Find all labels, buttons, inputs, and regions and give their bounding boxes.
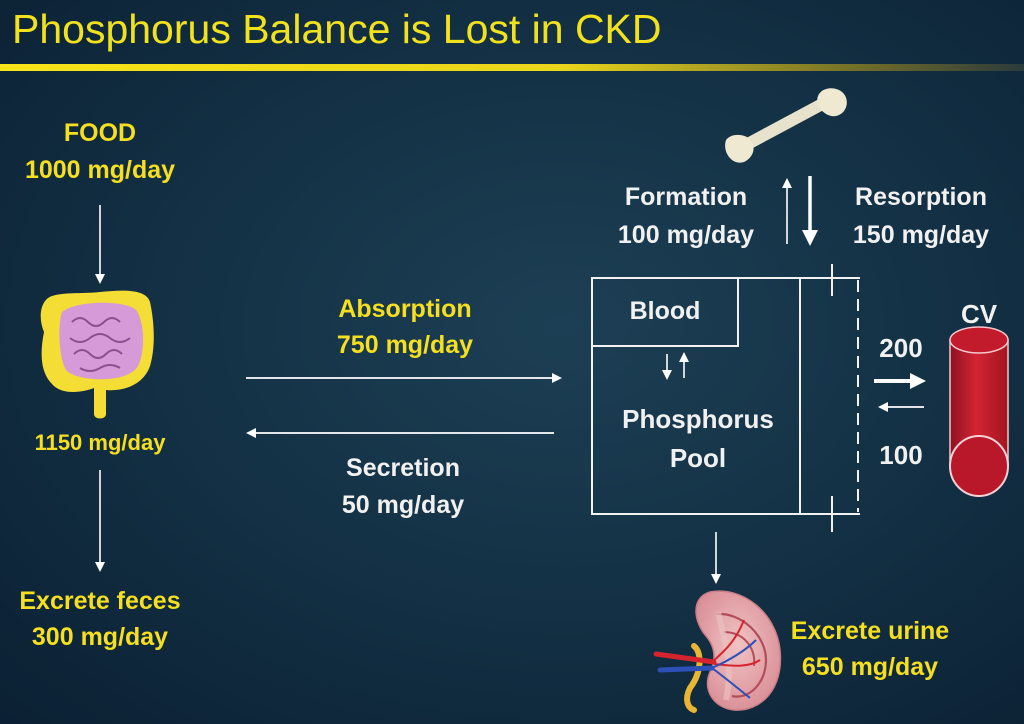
phosphorus-pool-box — [591, 264, 860, 532]
pool-label-line1: Phosphorus — [622, 404, 774, 434]
absorption-rate: 750 mg/day — [336, 331, 474, 359]
feces-label: Excrete feces — [19, 587, 181, 615]
resorption-rate: 150 mg/day — [852, 221, 990, 249]
bone-icon — [725, 88, 847, 163]
secretion-rate: 50 mg/day — [341, 491, 465, 519]
pool-label-line2: Pool — [669, 443, 727, 473]
cv-out-value: 200 — [879, 333, 923, 363]
blood-label: Blood — [629, 297, 701, 325]
blood-vessel-icon — [949, 326, 1009, 497]
absorption-label: Absorption — [338, 295, 472, 323]
intestine-rate: 1150 mg/day — [34, 430, 166, 455]
secretion-label: Secretion — [346, 454, 460, 482]
food-rate: 1000 mg/day — [24, 156, 176, 184]
intestine-icon — [40, 290, 154, 419]
resorption-label: Resorption — [855, 183, 987, 211]
urine-rate: 650 mg/day — [801, 653, 939, 681]
page-title: Phosphorus Balance is Lost in CKD — [12, 6, 662, 52]
kidney-icon — [653, 590, 782, 713]
food-label: FOOD — [63, 119, 137, 147]
cv-in-value: 100 — [879, 440, 923, 470]
feces-rate: 300 mg/day — [31, 623, 169, 651]
formation-label: Formation — [624, 183, 748, 211]
cv-label: CV — [960, 299, 998, 329]
title-underline — [0, 64, 1024, 71]
formation-rate: 100 mg/day — [617, 221, 755, 249]
urine-label: Excrete urine — [790, 617, 950, 645]
